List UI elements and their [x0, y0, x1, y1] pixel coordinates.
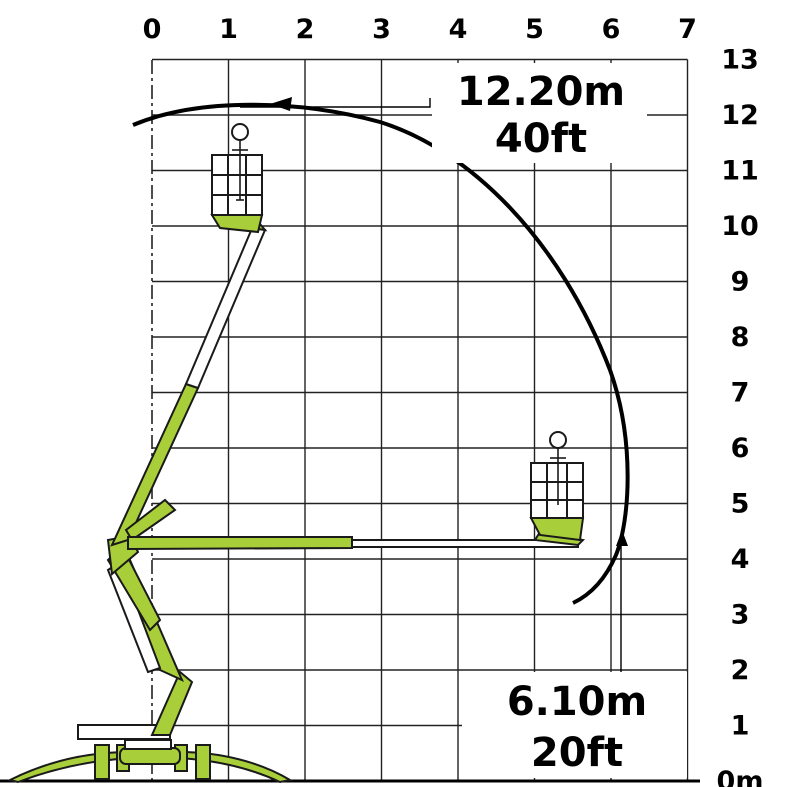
y-tick-label: 2 — [731, 655, 750, 686]
chassis-top — [124, 739, 172, 750]
y-tick-label: 5 — [731, 489, 750, 520]
main-boom-brace — [124, 498, 177, 542]
horizontal-boom-lower — [127, 536, 353, 551]
basket-reach — [529, 431, 585, 542]
envelope-arrow-top — [270, 97, 292, 111]
max-height-leader — [240, 98, 431, 108]
y-tick-label: 3 — [731, 600, 750, 631]
operator-head-reach — [549, 431, 567, 449]
x-tick-label: 0 — [143, 14, 162, 45]
x-tick-label: 7 — [678, 14, 697, 45]
grid — [152, 58, 689, 782]
max-outreach-imperial: 20ft — [531, 730, 623, 776]
x-axis-labels: 0 1 2 3 4 5 6 7 — [143, 14, 697, 45]
horizontal-boom-upper — [351, 539, 579, 548]
basket-high — [210, 123, 264, 234]
outrigger-foot-left-a — [94, 744, 110, 780]
lower-boom-outer — [150, 670, 194, 736]
envelope-arrow-right — [616, 530, 628, 546]
main-boom-upper — [184, 224, 267, 390]
chassis-track — [119, 747, 181, 765]
y-tick-label: 0m — [717, 766, 764, 787]
max-outreach-metric: 6.10m — [507, 679, 647, 725]
y-tick-label: 12 — [721, 100, 759, 131]
x-tick-label: 2 — [296, 14, 315, 45]
y-tick-label: 9 — [731, 267, 750, 298]
max-height-metric: 12.20m — [457, 69, 625, 115]
max-outreach-label-bg — [462, 672, 687, 778]
outrigger-left — [7, 750, 134, 784]
y-tick-label: 7 — [731, 378, 750, 409]
max-height-label-bg — [432, 63, 647, 163]
outrigger-foot-right-b — [195, 744, 211, 780]
operator-head-high — [231, 123, 249, 141]
y-tick-label: 6 — [731, 433, 750, 464]
y-tick-label: 10 — [721, 211, 759, 242]
x-tick-label: 3 — [372, 14, 391, 45]
y-tick-label: 1 — [731, 711, 750, 742]
y-tick-label: 4 — [731, 544, 750, 575]
max-height-imperial: 40ft — [495, 116, 587, 162]
spider-lift — [7, 123, 586, 784]
outrigger-right — [176, 750, 293, 784]
x-tick-label: 5 — [525, 14, 544, 45]
x-tick-label: 6 — [602, 14, 621, 45]
y-tick-label: 11 — [721, 156, 759, 187]
y-tick-label: 8 — [731, 322, 750, 353]
x-tick-label: 4 — [449, 14, 468, 45]
x-tick-label: 1 — [219, 14, 238, 45]
y-tick-label: 13 — [721, 45, 759, 76]
